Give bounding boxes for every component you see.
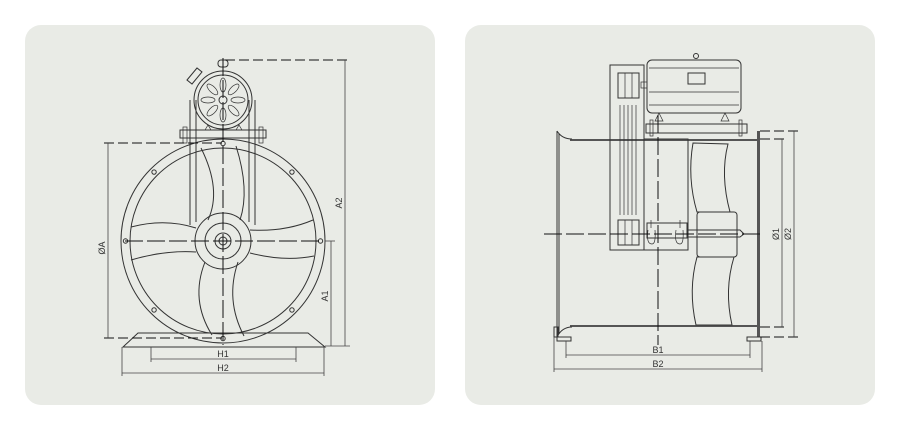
- motor-support: [179, 100, 267, 225]
- h1-label: H1: [217, 349, 229, 359]
- side-view-drawing: Ø1 Ø2 B1 B2: [544, 53, 800, 372]
- diameter-a-label: ØA: [97, 241, 107, 254]
- a2-label: A2: [334, 197, 344, 208]
- belt-guard: [609, 64, 645, 251]
- dimension-lines: [104, 59, 350, 376]
- base-stand: [121, 332, 327, 348]
- h2-label: H2: [217, 363, 229, 373]
- bolt-hole: [289, 169, 295, 175]
- dimension-lines: [553, 130, 800, 372]
- front-view-panel: [25, 25, 435, 405]
- b1-label: B1: [652, 345, 663, 355]
- impeller-blades: [130, 145, 315, 337]
- d1-label: Ø1: [771, 228, 781, 240]
- bearing-housing: [643, 138, 689, 251]
- motor: [640, 53, 748, 137]
- front-view-drawing: ØA A2 A1 H1 H2: [97, 58, 350, 376]
- b2-label: B2: [652, 359, 663, 369]
- pulley-spoke: [230, 96, 246, 104]
- pulley-spoke: [200, 96, 216, 104]
- pulley-spoke: [227, 83, 240, 96]
- bolt-hole: [151, 169, 157, 175]
- side-view-panel: [465, 25, 875, 405]
- pulley-spoke: [206, 83, 219, 96]
- a1-label: A1: [320, 290, 330, 301]
- nameplate: [687, 72, 706, 85]
- bolt-hole: [151, 307, 157, 313]
- pulley-spoke: [206, 104, 219, 117]
- motor-pulley: [186, 59, 253, 131]
- d2-label: Ø2: [783, 228, 793, 240]
- bolt-hole: [289, 307, 295, 313]
- pulley-spoke: [227, 104, 240, 117]
